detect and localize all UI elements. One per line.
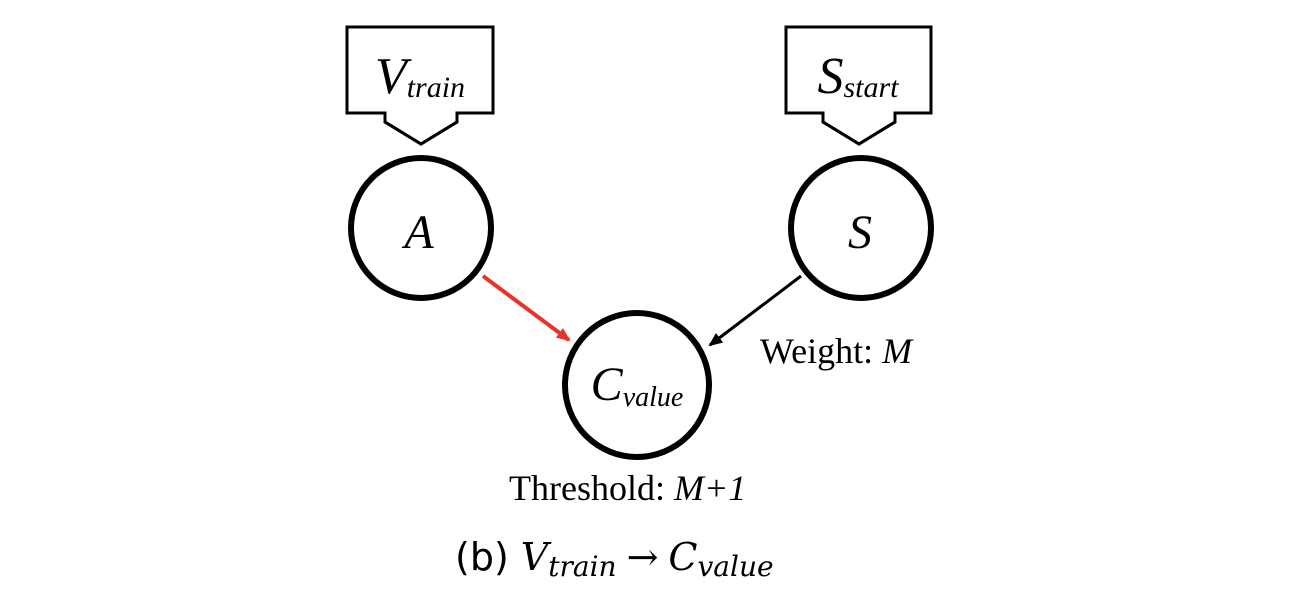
v-train-label: Vtrain xyxy=(375,48,465,105)
node-s: S xyxy=(788,155,934,301)
caption-to-main: C xyxy=(668,535,697,579)
v-train-input-box: Vtrain xyxy=(345,25,495,146)
threshold-label: Threshold: M+1 xyxy=(509,468,746,508)
weight-prefix: Weight: xyxy=(760,331,882,371)
node-c-value: Cvalue xyxy=(562,310,712,460)
v-train-sub: train xyxy=(407,71,465,104)
node-c-value-sub: value xyxy=(623,382,684,413)
node-c-value-label: Cvalue xyxy=(591,358,684,413)
node-a: A xyxy=(348,155,494,301)
caption: (b) Vtrain →Cvalue xyxy=(455,535,774,583)
weight-value: M xyxy=(881,331,914,371)
caption-from-sub: train xyxy=(548,550,616,583)
edge-a-to-c-value xyxy=(481,274,571,342)
caption-arrow: → xyxy=(627,535,659,579)
node-c-value-main: C xyxy=(591,358,624,411)
caption-label: (b) xyxy=(455,535,509,579)
caption-from-main: V xyxy=(521,535,552,579)
edge-s-to-c-value xyxy=(708,274,802,347)
node-s-label: S xyxy=(848,206,872,259)
s-start-label: Sstart xyxy=(817,48,899,105)
v-train-main: V xyxy=(375,48,412,105)
node-a-label: A xyxy=(401,206,434,259)
threshold-value: M+1 xyxy=(673,468,746,508)
threshold-prefix: Threshold: xyxy=(509,468,674,508)
caption-to-sub: value xyxy=(697,550,773,583)
s-start-main: S xyxy=(817,48,843,105)
s-start-input-box: Sstart xyxy=(784,25,933,146)
s-start-sub: start xyxy=(843,71,899,104)
weight-label: Weight: M xyxy=(760,331,914,371)
